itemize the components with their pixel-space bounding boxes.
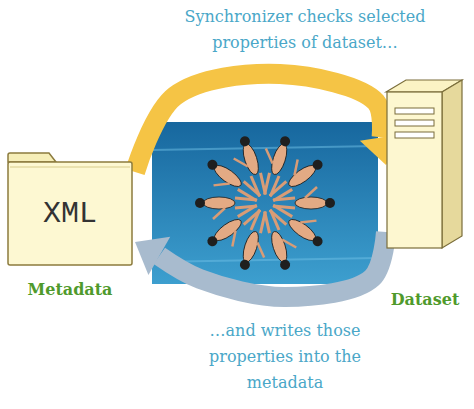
swimmer-arm — [234, 155, 248, 170]
node-label: XML — [43, 198, 97, 231]
swimmer-leg — [263, 173, 272, 195]
folder-body — [8, 162, 132, 265]
swimmer-arm — [305, 187, 317, 198]
swimmer-leg — [235, 206, 257, 208]
swimmer-arm — [213, 208, 225, 219]
swimmer-figure — [195, 197, 257, 219]
swimmer-leg — [270, 209, 279, 231]
swimmer-cap — [239, 259, 252, 272]
swimmer-arm — [226, 231, 242, 247]
swimmer-cap — [279, 135, 292, 148]
swimmer-arm — [254, 243, 268, 258]
swimmer-cap — [195, 198, 205, 208]
node-caption: Metadata — [28, 280, 113, 299]
swimmer-cap — [279, 259, 292, 272]
sync-arrow — [135, 232, 386, 297]
swimmer-cap — [311, 234, 325, 248]
swimmer-leg — [259, 212, 268, 234]
server-node: Dataset — [386, 78, 464, 250]
swimmer-cap — [205, 234, 219, 248]
arrow-shaft — [135, 74, 382, 172]
swimmer-figure — [262, 206, 302, 272]
swimmer-arm — [282, 236, 296, 251]
drive-slot — [395, 132, 434, 138]
swimmer-figure — [252, 131, 292, 197]
swimmer-arm — [214, 176, 230, 192]
swimmer-figure — [262, 149, 325, 203]
node-caption: Dataset — [391, 290, 460, 309]
server-side — [442, 80, 462, 248]
drive-slot — [395, 120, 434, 126]
swimmer-ring — [195, 131, 335, 274]
server-icon — [386, 78, 464, 250]
swimmer-body — [203, 197, 235, 209]
arrow-head — [135, 237, 170, 275]
swimmer-arm — [262, 149, 276, 164]
swimmer-cap — [205, 158, 219, 172]
drive-slot — [395, 108, 434, 114]
swimmer-arm — [288, 159, 304, 175]
sync-arrow — [135, 74, 403, 172]
arrow-caption: …and writes those properties into the me… — [185, 318, 385, 396]
swimmer-figure — [238, 209, 278, 275]
folder-node: XMLMetadata — [5, 150, 135, 268]
folder-tab — [8, 153, 56, 162]
swimmer-body — [240, 142, 261, 176]
swimmer-cap — [325, 198, 335, 208]
swimmer-figure — [205, 203, 268, 257]
folder-edge — [10, 167, 130, 168]
swimmer-arm — [300, 214, 316, 230]
swimmer-body — [295, 197, 327, 209]
arrow-shaft — [159, 232, 386, 297]
arrow-caption: Synchronizer checks selected properties … — [160, 4, 450, 56]
swimmer-leg — [273, 188, 292, 203]
server-front — [387, 92, 442, 248]
swimmer-figure — [228, 135, 268, 201]
swimmer-cap — [239, 135, 252, 148]
swimmer-cap — [311, 158, 325, 172]
pool-water — [152, 122, 378, 284]
swimmer-leg — [251, 175, 260, 197]
swimmer-figure — [273, 187, 335, 209]
swimmer-body — [269, 230, 290, 264]
